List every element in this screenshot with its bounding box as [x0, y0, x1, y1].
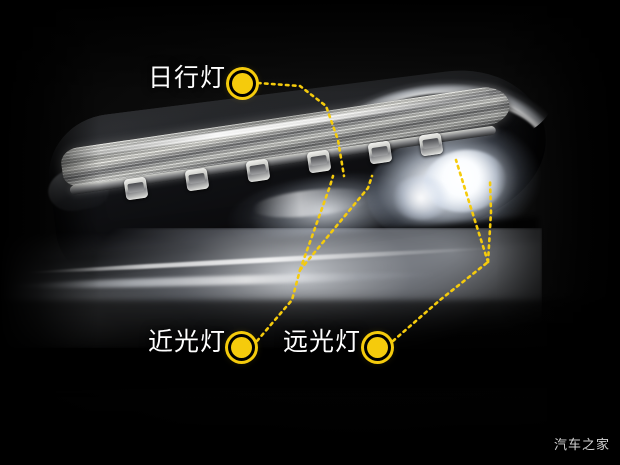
annotation-label-high-beam: 远光灯 — [283, 328, 362, 356]
led-clip-3 — [306, 149, 332, 174]
led-clip-2 — [245, 158, 271, 183]
yellow-ring-target-icon-drl — [232, 73, 253, 94]
high-beam-branch-right — [486, 178, 493, 264]
drl-leader — [256, 81, 346, 178]
high-beam-branch-left — [454, 158, 490, 264]
yellow-ring-target-icon-low-beam — [231, 337, 252, 358]
led-clip-5 — [418, 132, 444, 157]
high-beam-leader-stem — [391, 260, 490, 343]
led-clip-4 — [367, 140, 393, 165]
low-beam-branch-right — [298, 174, 374, 272]
yellow-ring-target-icon-high-beam — [367, 337, 388, 358]
led-clip-0 — [123, 176, 149, 201]
led-clip-1 — [184, 167, 210, 192]
annotation-label-drl: 日行灯 — [148, 64, 227, 92]
watermark: 汽车之家 — [553, 437, 610, 452]
annotation-label-low-beam: 近光灯 — [148, 328, 227, 356]
low-beam-branch-left — [298, 174, 335, 272]
